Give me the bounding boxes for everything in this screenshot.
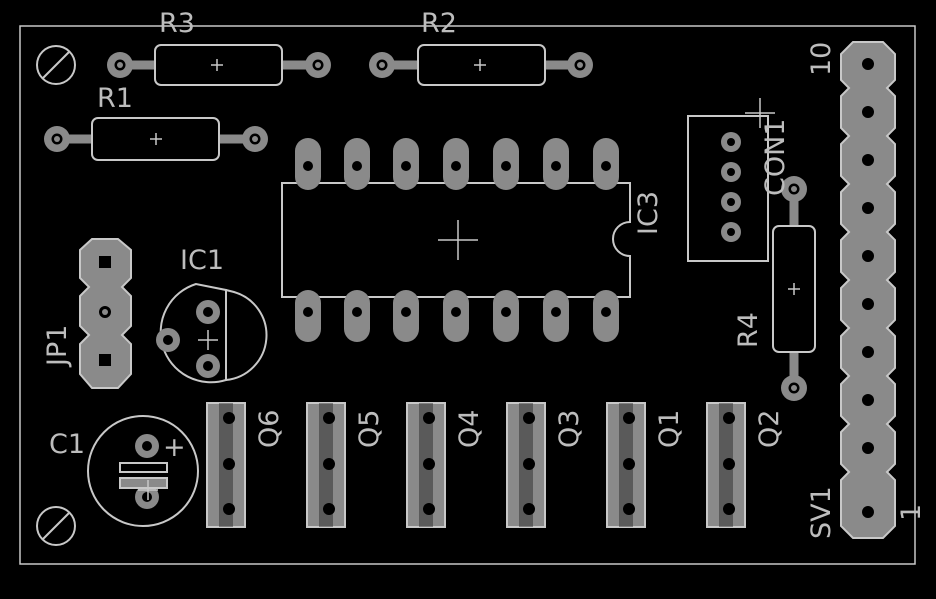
transistor-q3	[506, 402, 546, 528]
transistor-q5	[306, 402, 346, 528]
label-pin-10: 10	[806, 41, 837, 76]
transistor-q6	[206, 402, 246, 528]
label-c1: C1	[49, 429, 86, 460]
mounting-hole-top-left	[36, 45, 76, 85]
transistor-q2	[706, 402, 746, 528]
transistor-q4	[406, 402, 446, 528]
label-c1-plus: +	[163, 432, 186, 463]
con1-connector	[687, 98, 775, 262]
label-q3: Q3	[554, 409, 585, 448]
label-con1: CON1	[760, 118, 791, 196]
transistor-q1	[606, 402, 646, 528]
label-ic1: IC1	[180, 245, 224, 276]
jp1-jumper	[79, 238, 132, 389]
resistor-r3	[107, 44, 331, 86]
label-r2: R2	[421, 8, 457, 39]
label-r3: R3	[159, 8, 195, 39]
label-r4: R4	[733, 312, 764, 348]
resistor-r2	[369, 44, 593, 86]
board-outline	[19, 25, 916, 565]
label-q2: Q2	[754, 409, 785, 448]
label-jp1: JP1	[42, 324, 73, 366]
label-q5: Q5	[354, 409, 385, 448]
label-sv1: SV1	[806, 486, 837, 539]
label-r1: R1	[97, 83, 133, 114]
label-q6: Q6	[254, 409, 285, 448]
resistor-r4	[772, 176, 816, 401]
c1-capacitor	[87, 415, 199, 527]
label-ic3: IC3	[633, 191, 664, 235]
label-q1: Q1	[654, 409, 685, 448]
mounting-hole-bottom-left	[36, 506, 76, 546]
label-q4: Q4	[454, 409, 485, 448]
label-pin-1: 1	[896, 503, 927, 521]
sv1-pin-header	[840, 41, 896, 539]
ic1-to92	[156, 282, 268, 384]
ic3-dip14	[281, 138, 631, 342]
resistor-r1	[44, 117, 268, 161]
